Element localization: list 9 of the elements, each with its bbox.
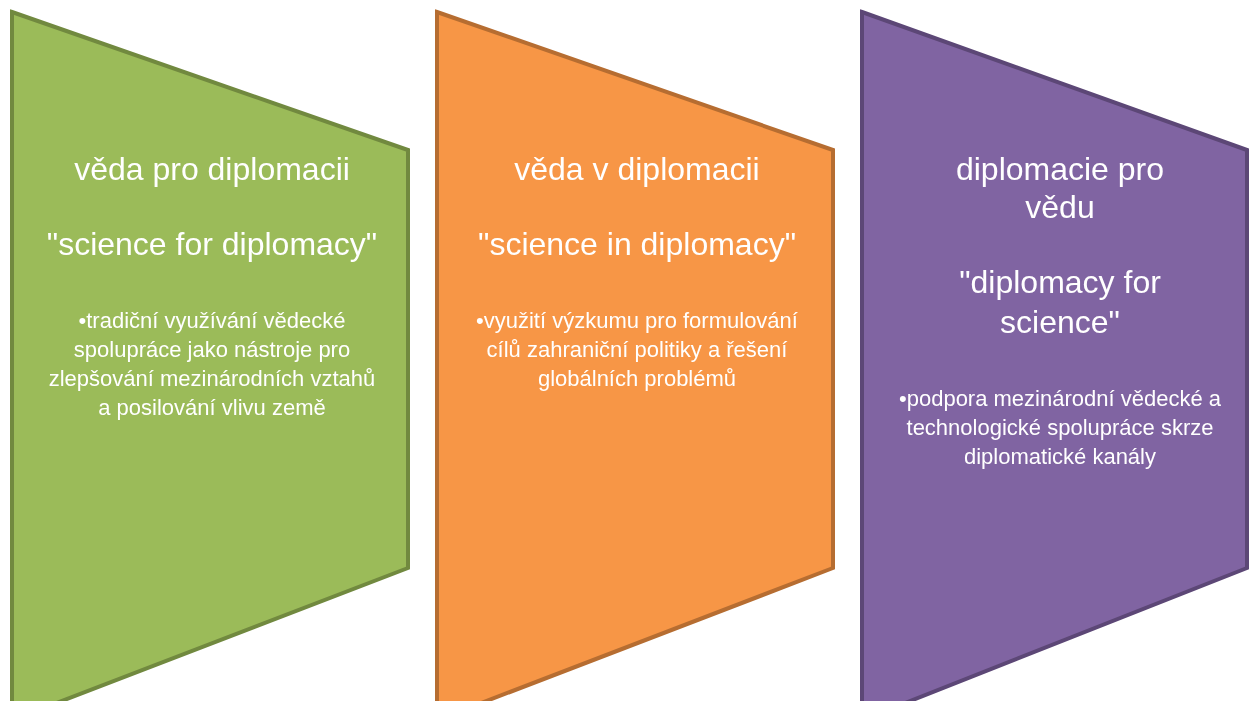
subheading: "diplomacy for science": [958, 263, 1162, 342]
heading: věda pro diplomacii: [73, 150, 351, 188]
heading: diplomacie pro vědu: [954, 150, 1166, 226]
subheading: "science in diplomacy": [477, 225, 797, 264]
subheading: "science for diplomacy": [45, 225, 379, 264]
bullet-text: •využití výzkumu pro formulování cílů zahraniční politiky a řešení globálních problémů: [475, 307, 799, 393]
heading: věda v diplomacii: [513, 150, 761, 188]
bullet-text: •tradiční využívání vědecké spolupráce jako nástroje pro zlepšování mezinárodních vztahů a posilování vlivu země: [47, 307, 377, 422]
bullet-text: •podpora mezinárodní vědecké a technologické spolupráce skrze diplomatické kanály: [898, 385, 1222, 471]
